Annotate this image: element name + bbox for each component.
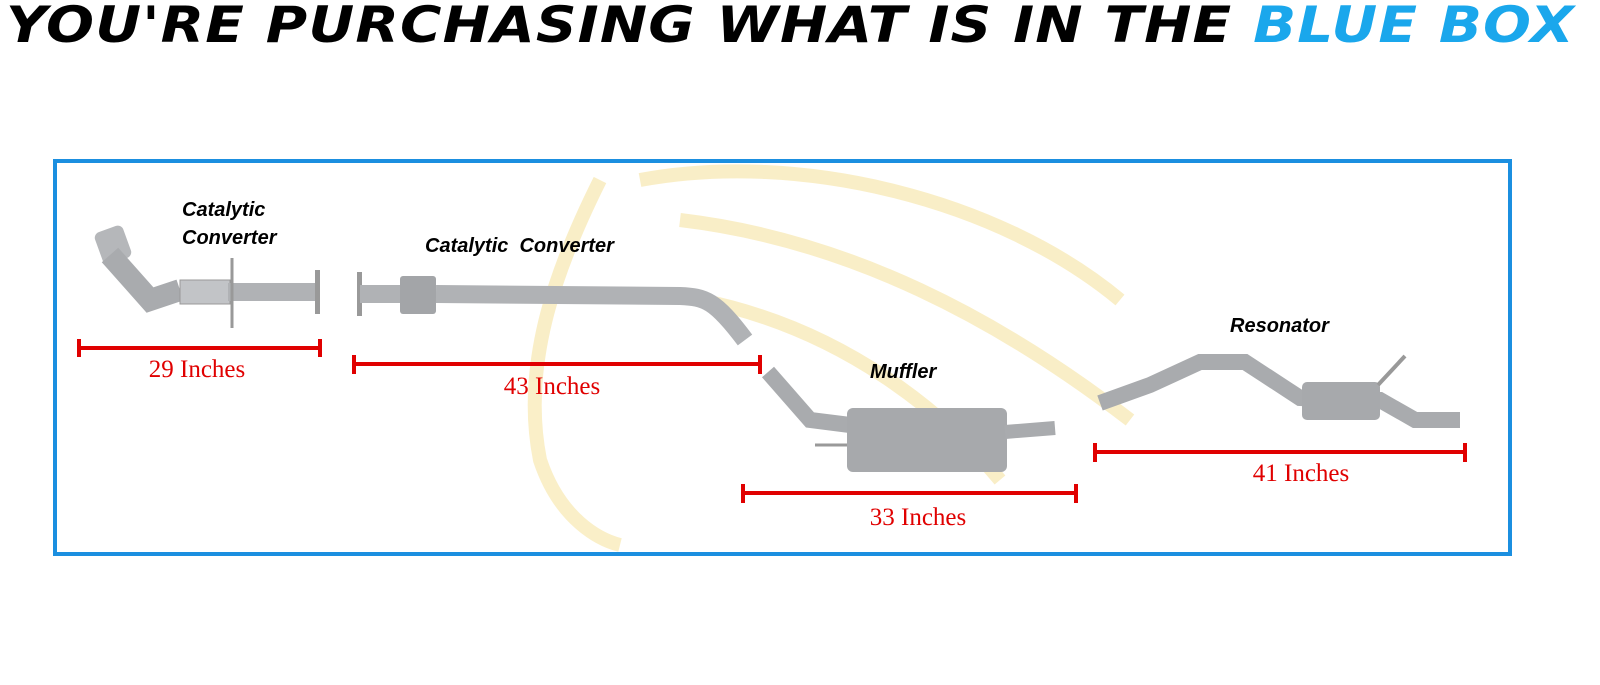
title-highlight: BLUE BOX <box>1253 0 1575 54</box>
part-3-label: Muffler <box>870 361 937 383</box>
part-1-label-line2: Converter <box>182 227 277 249</box>
title-text: YOU'RE PURCHASING WHAT IS IN THE <box>6 0 1254 54</box>
part-2-catalytic-converter <box>357 272 753 346</box>
part-2-length: 43 Inches <box>503 373 601 400</box>
part-1-catalytic-converter <box>94 225 320 328</box>
part-4-resonator <box>1097 354 1460 428</box>
part-1-length: 29 Inches <box>148 356 246 383</box>
part-3-muffler <box>761 366 1056 472</box>
blue-box <box>53 159 1512 556</box>
page-title: YOU'RE PURCHASING WHAT IS IN THE BLUE BO… <box>6 0 1575 54</box>
part-3-length: 33 Inches <box>869 504 967 531</box>
part-2-label: Catalytic Converter <box>425 235 614 257</box>
watermark-logo <box>527 164 1135 552</box>
part-1-label-line1: Catalytic <box>182 199 266 221</box>
part-4-length: 41 Inches <box>1252 460 1350 487</box>
part-4-label: Resonator <box>1230 315 1329 337</box>
dimension-lines <box>77 339 1467 503</box>
